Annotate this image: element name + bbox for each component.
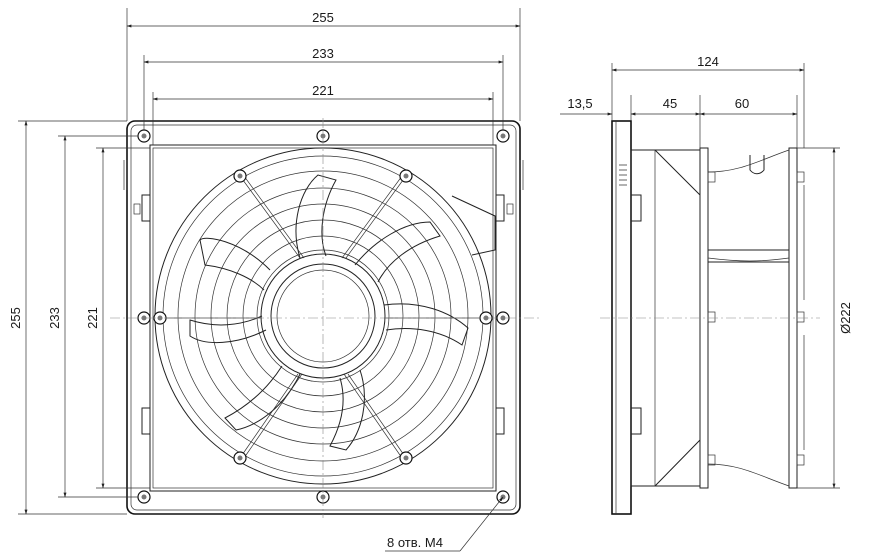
dim-front-inner-height: 221 bbox=[85, 307, 100, 329]
side-view bbox=[600, 120, 820, 515]
dim-side-total-depth: 124 bbox=[697, 54, 719, 69]
dim-front-hole-spacing-h: 233 bbox=[312, 46, 334, 61]
dim-side-segment-b: 60 bbox=[735, 96, 749, 111]
dim-front-hole-spacing-v: 233 bbox=[47, 307, 62, 329]
dim-side-flange: 13,5 bbox=[567, 96, 592, 111]
dim-front-outer-height: 255 bbox=[8, 307, 23, 329]
front-view bbox=[110, 118, 540, 518]
fan-blades bbox=[189, 174, 469, 451]
mounting-holes bbox=[137, 129, 510, 504]
dim-side-diameter: Ø222 bbox=[838, 302, 853, 334]
dim-front-outer-width: 255 bbox=[312, 10, 334, 25]
mounting-holes-note: 8 отв. M4 bbox=[387, 535, 443, 550]
front-dimensions: 255 233 221 255 233 221 8 отв. M4 bbox=[8, 8, 521, 552]
dim-front-inner-width: 221 bbox=[312, 83, 334, 98]
dim-side-segment-a: 45 bbox=[663, 96, 677, 111]
front-outer-frame bbox=[126, 120, 521, 515]
side-dimensions: 124 13,5 45 60 Ø222 bbox=[560, 54, 853, 489]
